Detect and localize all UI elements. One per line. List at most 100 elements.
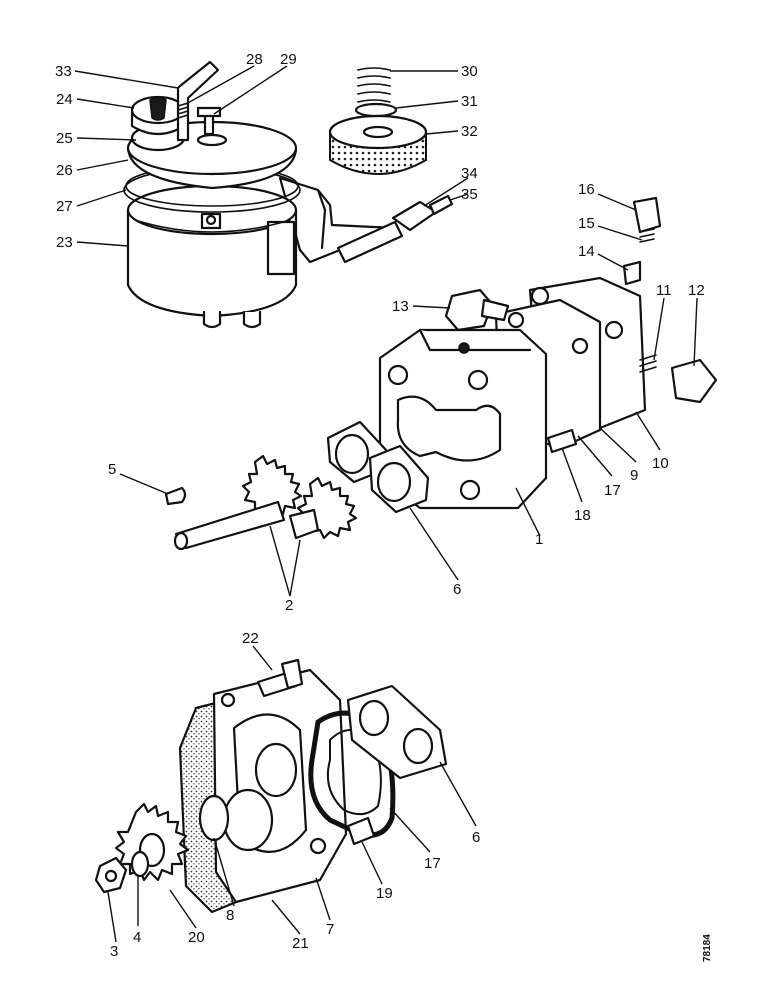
cover-hole-a: [530, 286, 550, 306]
callout-28: 28: [246, 51, 263, 68]
leader-1: [515, 487, 541, 537]
leader-16: [597, 193, 637, 211]
washer-29: [196, 133, 228, 147]
callout-6b: 6: [472, 829, 480, 846]
callout-2: 2: [285, 597, 293, 614]
callout-16: 16: [578, 181, 595, 198]
bolt-22-head: [280, 658, 304, 690]
seal-14: [622, 260, 642, 286]
callout-35: 35: [461, 186, 478, 203]
bush-6b: [346, 684, 448, 780]
callout-29: 29: [280, 51, 297, 68]
leader-31: [395, 100, 459, 109]
leader-17b: [389, 807, 431, 853]
cover-bore-a: [222, 788, 274, 852]
filler-cap-grip: [149, 96, 167, 121]
callout-20: 20: [188, 929, 205, 946]
callout-labels: 33 28 29 30 24 31 25 32 26 34 27 35 16 2…: [55, 51, 713, 962]
plate-hole-b: [571, 337, 589, 355]
leader-6b: [439, 761, 477, 827]
callout-5: 5: [108, 461, 116, 478]
callout-6a: 6: [453, 581, 461, 598]
shaft-end: [173, 531, 189, 551]
callout-27: 27: [56, 198, 73, 215]
vent-pipe: [176, 60, 220, 142]
leader-17a: [577, 435, 613, 477]
leader-9: [599, 427, 637, 463]
bush-6b-bore-b: [402, 727, 434, 765]
leader-29: [213, 65, 288, 115]
plug-12: [670, 358, 718, 404]
callout-32: 32: [461, 123, 478, 140]
callout-14: 14: [578, 243, 595, 260]
cover-hole-b: [220, 692, 236, 708]
leader-20: [169, 889, 197, 929]
callout-26: 26: [56, 162, 73, 179]
callout-3: 3: [110, 943, 118, 960]
callout-4: 4: [133, 929, 141, 946]
cover-bore-b: [254, 742, 298, 798]
leader-18: [561, 447, 583, 503]
dowel-19: [346, 816, 376, 846]
leader-19: [361, 841, 383, 885]
leader-12: [693, 297, 698, 367]
callout-31: 31: [461, 93, 478, 110]
boss-hole: [205, 214, 217, 226]
leader-27: [76, 189, 127, 207]
nut-3-hole: [104, 869, 118, 883]
leader-lines: [74, 65, 698, 943]
spring-11: [639, 354, 657, 373]
key-5: [164, 486, 187, 506]
callout-12: 12: [688, 282, 705, 299]
callout-11: 11: [656, 282, 672, 299]
callout-8: 8: [226, 907, 234, 924]
callout-1: 1: [535, 531, 543, 548]
callout-15: 15: [578, 215, 595, 232]
leader-35: [449, 193, 469, 201]
leader-23: [76, 241, 129, 247]
leader-2b: [289, 539, 301, 597]
cover-hole-b: [604, 320, 624, 340]
leader-28: [185, 65, 255, 105]
leader-25: [76, 137, 137, 141]
body-hole-tl: [387, 364, 409, 386]
drive-shaft: [174, 500, 286, 550]
leader-2a: [269, 525, 291, 597]
outlet-pipe-2: [242, 310, 262, 329]
callout-17a: 17: [604, 482, 621, 499]
leader-21: [271, 899, 301, 935]
plate-hole-a: [507, 311, 525, 329]
driven-shaft-stub: [288, 508, 320, 540]
callout-10: 10: [652, 455, 669, 472]
spring-15: [639, 228, 655, 243]
callout-30: 30: [461, 63, 478, 80]
leader-7: [315, 877, 331, 921]
leader-15: [597, 225, 643, 241]
leader-34: [423, 177, 469, 207]
gear-assembly: [164, 420, 430, 551]
gear-drive: [241, 454, 303, 518]
callout-17b: 17: [424, 855, 441, 872]
bush-6a-bore: [334, 433, 370, 475]
leader-24: [76, 98, 135, 109]
reservoir-clamp: [266, 220, 296, 276]
leader-14: [597, 253, 629, 271]
callout-22: 22: [242, 630, 259, 647]
outlet-pipe-1: [202, 310, 222, 329]
spring-28: [177, 102, 189, 119]
callout-34: 34: [461, 165, 478, 182]
bolt-13-head: [444, 288, 494, 332]
front-cover-assembly: [94, 658, 448, 914]
body-port: [458, 342, 470, 354]
leader-26: [76, 159, 129, 171]
callout-18: 18: [574, 507, 591, 524]
reference-code: 78184: [702, 934, 713, 962]
callout-19: 19: [376, 885, 393, 902]
callout-24: 24: [56, 91, 73, 108]
callout-7: 7: [326, 921, 334, 938]
washer-31: [354, 102, 398, 118]
leader-5: [119, 473, 169, 495]
leader-3: [107, 891, 117, 943]
seal-8: [198, 794, 230, 842]
leader-11: [653, 297, 665, 361]
